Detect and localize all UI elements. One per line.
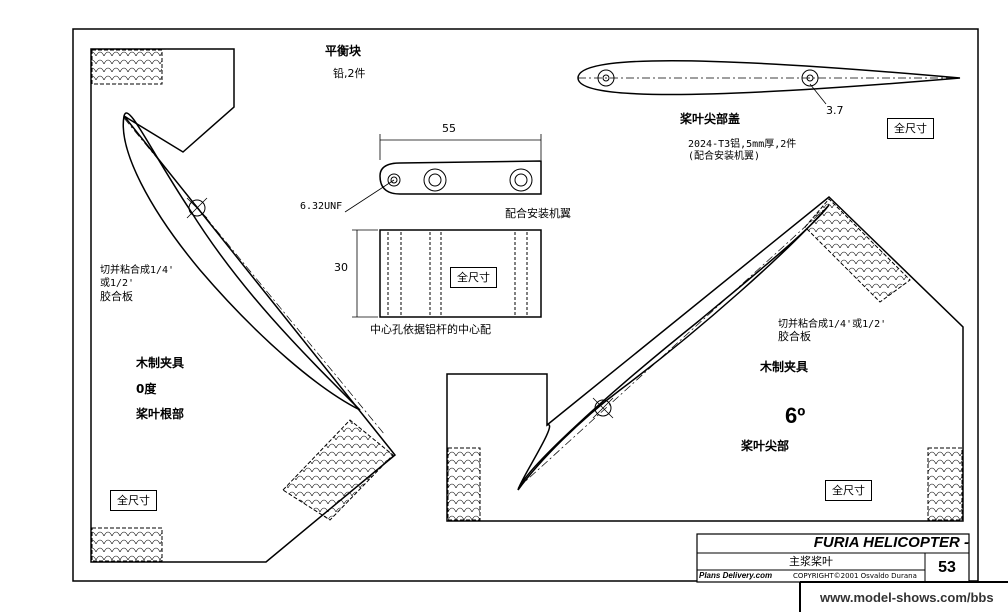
blade-tip-cap (577, 60, 961, 105)
counterweight-side-view (352, 229, 542, 318)
root-jig-angle: 0度 (136, 382, 157, 396)
fit-note: 配合安装机翼 (505, 207, 571, 220)
title-block-frame (696, 533, 1008, 612)
tip-jig-part: 桨叶尖部 (741, 439, 790, 453)
page-number: 53 (938, 559, 956, 576)
copyright-notice: COPYRIGHT©2001 Osvaldo Durana (793, 572, 917, 580)
root-jig-title: 木制夹具 (136, 356, 185, 370)
drawing-subtitle: 主浆桨叶 (789, 555, 833, 568)
grain-block (447, 447, 481, 521)
counterweight-scale-label: 全尺寸 (450, 267, 497, 288)
counterweight-width-dim: 55 (442, 122, 456, 135)
root-jig (90, 48, 397, 563)
tip-cap-dimension: 3.7 (826, 104, 844, 117)
center-hole-note: 中心孔依据铝杆的中心配 (370, 323, 491, 336)
root-cut-line1: 切并粘合成1/4' (100, 265, 175, 276)
root-jig-part: 桨叶根部 (136, 407, 185, 421)
thread-spec: 6.32UNF (300, 201, 343, 212)
counterweight-height-dim: 30 (334, 261, 348, 274)
tip-cut-line1: 切并粘合成1/4'或1/2' (778, 319, 887, 330)
root-cut-line3: 胶合板 (100, 290, 133, 303)
counterweight-title: 平衡块 (325, 44, 362, 58)
tip-cap-scale-label: 全尺寸 (887, 118, 934, 139)
tip-jig-title: 木制夹具 (760, 360, 809, 374)
sheet-border (72, 28, 979, 582)
tip-cap-title: 桨叶尖部盖 (680, 112, 741, 126)
root-cut-line2: 或1/2' (100, 278, 135, 289)
root-jig-scale-label: 全尺寸 (110, 490, 157, 511)
grain-block (282, 419, 394, 521)
counterweight-spec: 铅,2件 (333, 67, 366, 80)
grain-block (804, 198, 911, 303)
grain-block (91, 527, 163, 562)
tip-jig-angle: 6º (785, 403, 806, 428)
watermark: www.model-shows.com/bbs (820, 590, 994, 605)
tip-jig-scale-label: 全尺寸 (825, 480, 872, 501)
title-block: FURIA HELICOPTER - 主浆桨叶 Plans Delivery.c… (697, 534, 969, 582)
grain-block (927, 447, 963, 521)
tip-cut-line2: 胶合板 (778, 330, 811, 343)
publisher-site: Plans Delivery.com (699, 571, 773, 580)
drawing-title: FURIA HELICOPTER - (813, 534, 969, 551)
tip-cap-spec-line1: 2024-T3铝,5mm厚,2件 (688, 139, 797, 150)
tip-cap-spec-line2: (配合安装机翼) (688, 151, 761, 162)
counterweight-top-view (344, 134, 542, 213)
tip-jig (446, 195, 964, 522)
grain-block (91, 49, 163, 85)
